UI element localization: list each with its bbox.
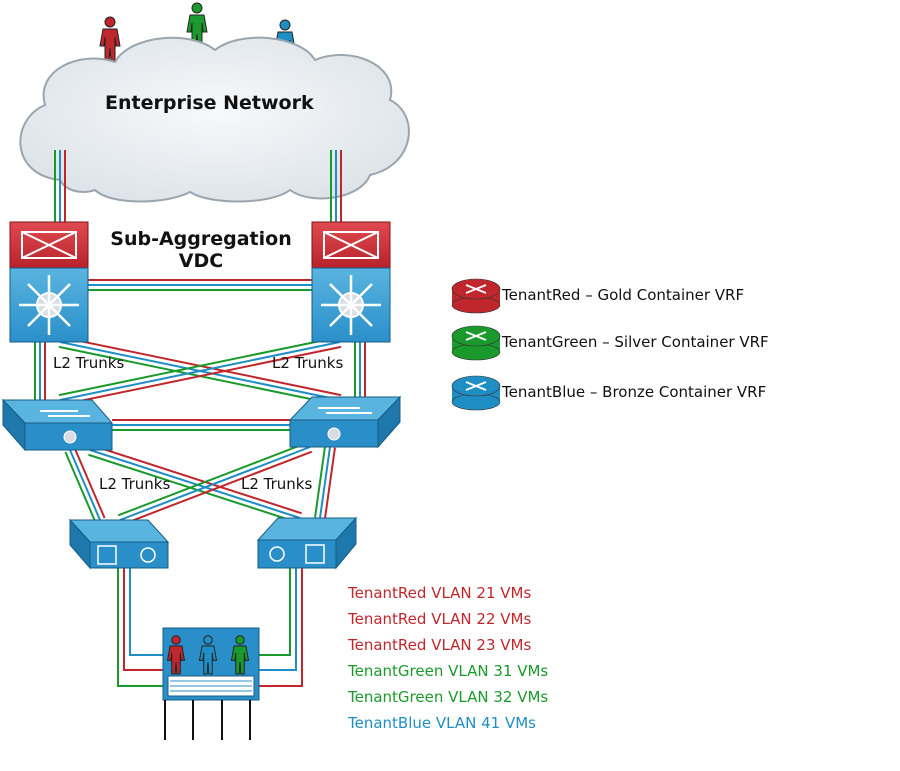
trunk-label: L2 Trunks (53, 354, 125, 372)
cable-line (88, 453, 299, 524)
nexus-switch-icon (311, 221, 391, 343)
cable-line (59, 341, 341, 401)
cable-line (123, 568, 163, 671)
cable-line (259, 568, 303, 687)
vdc-title: Sub-Aggregation VDC (108, 228, 294, 272)
vm-label: TenantRed VLAN 22 VMs (348, 610, 532, 628)
cables (34, 150, 366, 687)
router-icon (451, 375, 501, 411)
person-icon (99, 16, 121, 63)
vm-users-group (166, 635, 250, 675)
cable-line (60, 345, 342, 406)
vdc-title-line2: VDC (178, 250, 224, 272)
aggregation-switch-icon (288, 395, 402, 449)
trunk-label: L2 Trunks (99, 475, 171, 493)
router-icon (451, 278, 501, 314)
layer3-switch-icon (68, 518, 170, 570)
vm-label: TenantGreen VLAN 32 VMs (348, 688, 549, 706)
cable-line (73, 447, 106, 519)
vm-label: TenantGreen VLAN 31 VMs (348, 662, 549, 680)
cable-line (129, 568, 163, 656)
legend-item-red: TenantRed – Gold Container VRF (502, 286, 745, 304)
cable-line (314, 446, 327, 518)
cable-line (319, 446, 331, 519)
trunk-label: L2 Trunks (241, 475, 313, 493)
cable-line (58, 336, 340, 397)
vdc-title-line1: Sub-Aggregation (110, 228, 292, 250)
nexus-switch-icon (9, 221, 89, 343)
server-icon (162, 627, 260, 740)
aggregation-switch-icon (1, 398, 114, 452)
cable-line (89, 449, 301, 519)
person-icon (166, 635, 186, 675)
cable-line (259, 568, 291, 656)
cable-line (64, 451, 97, 523)
layer3-switch-icon (256, 516, 358, 570)
vm-label: TenantRed VLAN 23 VMs (348, 636, 532, 654)
legend-item-blue: TenantBlue – Bronze Container VRF (502, 383, 767, 401)
cable-line (259, 568, 297, 671)
cloud-title: Enterprise Network (105, 92, 314, 114)
person-icon (230, 635, 250, 675)
vm-label: TenantRed VLAN 21 VMs (348, 584, 532, 602)
cable-line (117, 441, 309, 517)
cable-line (121, 450, 313, 526)
legend-item-green: TenantGreen – Silver Container VRF (502, 333, 769, 351)
cable-line (91, 444, 302, 515)
person-icon (198, 635, 218, 675)
trunk-label: L2 Trunks (272, 354, 344, 372)
cable-line (69, 449, 101, 521)
cable-line (119, 446, 311, 521)
cable-line (323, 447, 336, 519)
enterprise-network-cloud (19, 36, 410, 203)
vm-label: TenantBlue VLAN 41 VMs (348, 714, 536, 732)
router-icon (451, 325, 501, 361)
cable-line (117, 568, 163, 687)
legend-router-icons (451, 278, 501, 411)
